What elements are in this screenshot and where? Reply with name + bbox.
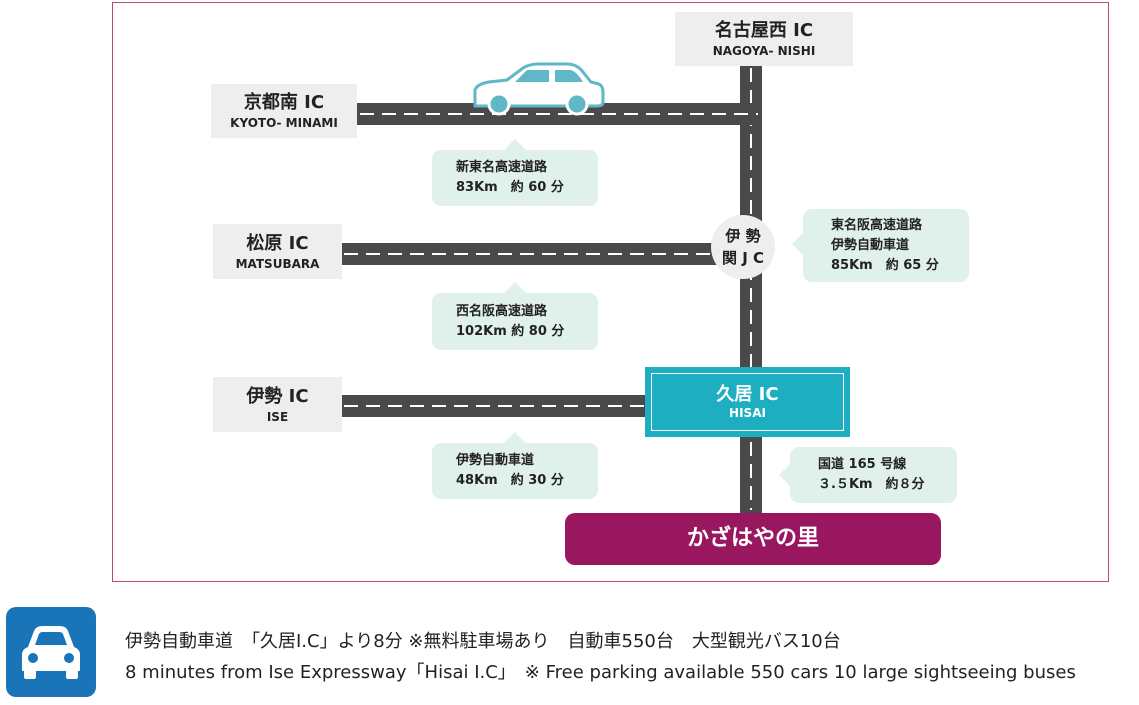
- ic-kyoto-minami: 京都南 IC KYOTO- MINAMI: [211, 84, 357, 138]
- ic-kyoto-minami-jp: 京都南 IC: [243, 92, 325, 113]
- ic-ise-jp: 伊勢 IC: [246, 385, 309, 407]
- route-bubble-national: 国道 165 号線 ３.５Km 約８分: [779, 447, 957, 503]
- route-bubble-matsubara: 西名阪高速道路 102Km 約 80 分: [432, 282, 598, 350]
- footer-english-text: 8 minutes from Ise Expressway「Hisai I.C」…: [125, 662, 1076, 683]
- ise-seki-junction: 伊 勢 関 J C: [711, 215, 775, 279]
- map-frame: [112, 2, 1109, 582]
- route-bubble-kyoto: 新東名高速道路 83Km 約 60 分: [432, 139, 598, 206]
- footer-japanese-text: 伊勢自動車道 「久居I.C」より8分 ※無料駐車場あり 自動車550台 大型観光…: [125, 631, 841, 652]
- road-kyoto: [356, 103, 762, 125]
- route-nagoya-detail: 85Km 約 65 分: [831, 257, 939, 273]
- route-national-detail: ３.５Km 約８分: [818, 477, 925, 492]
- ic-hisai-en: HISAI: [729, 405, 766, 420]
- route-national-name: 国道 165 号線: [818, 457, 907, 472]
- route-bubble-ise: 伊勢自動車道 48Km 約 30 分: [432, 432, 598, 499]
- ic-kyoto-minami-en: KYOTO- MINAMI: [230, 116, 338, 130]
- route-matsubara-detail: 102Km 約 80 分: [456, 323, 565, 339]
- ic-nagoya-nishi: 名古屋西 IC NAGOYA- NISHI: [675, 12, 853, 66]
- junction-line2: 関 J C: [721, 249, 765, 267]
- car-illustration-icon: [473, 62, 605, 116]
- car-front-icon: [22, 626, 80, 679]
- ic-ise-en: ISE: [266, 409, 289, 424]
- route-nagoya-name2: 伊勢自動車道: [831, 237, 910, 253]
- route-ise-name: 伊勢自動車道: [456, 453, 535, 468]
- ic-hisai: 久居 IC HISAI: [645, 367, 850, 437]
- road-vertical-main: [740, 64, 762, 514]
- ic-ise: 伊勢 IC ISE: [213, 377, 342, 432]
- ic-hisai-jp: 久居 IC: [716, 383, 779, 405]
- route-kyoto-name: 新東名高速道路: [456, 160, 548, 175]
- car-front-icon-box: [6, 607, 96, 697]
- destination-kazahaya-no-sato: かざはやの里: [565, 513, 941, 565]
- ic-matsubara: 松原 IC MATSUBARA: [213, 224, 342, 279]
- route-bubble-nagoya: 東名阪高速道路 伊勢自動車道 85Km 約 65 分: [792, 209, 969, 282]
- ic-nagoya-nishi-en: NAGOYA- NISHI: [712, 44, 816, 58]
- ic-matsubara-en: MATSUBARA: [235, 256, 320, 271]
- route-nagoya-name1: 東名阪高速道路: [831, 217, 923, 233]
- route-kyoto-detail: 83Km 約 60 分: [456, 180, 564, 195]
- junction-line1: 伊 勢: [725, 227, 761, 245]
- ic-matsubara-jp: 松原 IC: [246, 232, 309, 254]
- route-matsubara-name: 西名阪高速道路: [456, 303, 548, 319]
- ic-nagoya-nishi-jp: 名古屋西 IC: [714, 20, 814, 41]
- road-matsubara: [340, 243, 762, 265]
- road-ise: [340, 395, 650, 417]
- route-ise-detail: 48Km 約 30 分: [456, 473, 564, 488]
